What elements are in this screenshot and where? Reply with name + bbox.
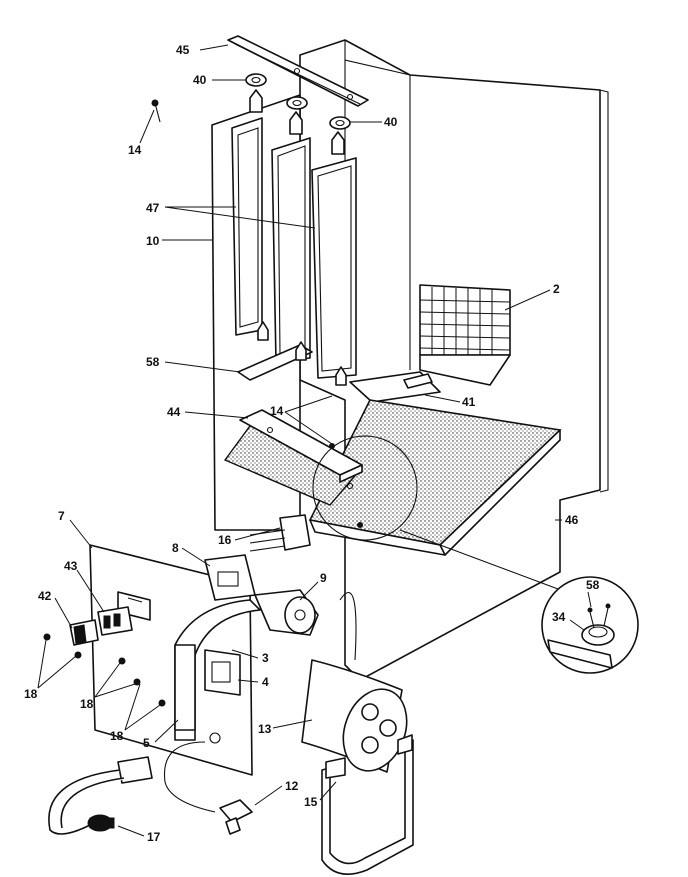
control-plate bbox=[89, 544, 253, 776]
callout-58-left: 58 bbox=[146, 355, 160, 369]
callout-8: 8 bbox=[172, 541, 179, 555]
insulator-top-middle bbox=[286, 96, 308, 110]
callout-10: 10 bbox=[146, 234, 160, 248]
bottom-bracket-left bbox=[237, 321, 347, 386]
callout-42: 42 bbox=[38, 589, 52, 603]
callout-45: 45 bbox=[176, 43, 190, 57]
switch-42 bbox=[69, 619, 99, 646]
callout-16: 16 bbox=[218, 533, 232, 547]
callout-40-right: 40 bbox=[384, 115, 398, 129]
leader-lines bbox=[37, 44, 592, 837]
relay-8 bbox=[204, 554, 256, 601]
callout-43: 43 bbox=[64, 559, 78, 573]
insulator-top-right bbox=[329, 116, 351, 130]
callout-labels: 45 40 40 14 47 10 2 58 41 44 14 46 16 7 … bbox=[24, 43, 600, 844]
bracket-15 bbox=[321, 592, 414, 876]
callout-3: 3 bbox=[262, 651, 269, 665]
callout-40-left: 40 bbox=[193, 73, 207, 87]
heating-element-left bbox=[231, 117, 263, 336]
switch-43 bbox=[97, 606, 133, 636]
callout-2: 2 bbox=[553, 282, 560, 296]
callout-15: 15 bbox=[304, 795, 318, 809]
insulator-top-left bbox=[245, 73, 267, 87]
top-bracket bbox=[227, 35, 369, 107]
bracket-44 bbox=[223, 409, 363, 506]
callout-9: 9 bbox=[320, 571, 327, 585]
callout-17: 17 bbox=[147, 830, 161, 844]
bracket-5-6 bbox=[174, 599, 261, 744]
element-terminals-top bbox=[249, 89, 345, 155]
heating-element-middle bbox=[271, 137, 311, 363]
sensor-12 bbox=[163, 741, 253, 835]
callout-34: 34 bbox=[552, 610, 566, 624]
callout-4: 4 bbox=[262, 675, 269, 689]
callout-44: 44 bbox=[167, 405, 181, 419]
callout-14-top: 14 bbox=[128, 143, 142, 157]
callout-18-lower: 18 bbox=[110, 729, 124, 743]
bracket-41 bbox=[349, 371, 441, 403]
blower-13 bbox=[301, 659, 408, 773]
magnifier-circle bbox=[312, 435, 567, 593]
callout-18-middle: 18 bbox=[80, 697, 94, 711]
fan-motor-9 bbox=[254, 589, 319, 636]
callout-46: 46 bbox=[565, 513, 579, 527]
callout-18-left: 18 bbox=[24, 687, 38, 701]
filter-screen bbox=[419, 284, 511, 386]
thermostat-detail bbox=[541, 576, 639, 674]
callout-14-mid: 14 bbox=[270, 404, 284, 418]
power-cord-17 bbox=[48, 756, 153, 835]
callout-58-detail: 58 bbox=[586, 578, 600, 592]
callout-12: 12 bbox=[285, 779, 299, 793]
connector-16 bbox=[249, 514, 311, 552]
callout-47: 47 bbox=[146, 201, 160, 215]
callout-5: 5 bbox=[143, 736, 150, 750]
callout-13: 13 bbox=[258, 722, 272, 736]
heating-element-right bbox=[311, 157, 357, 379]
callout-41: 41 bbox=[462, 395, 476, 409]
callout-7: 7 bbox=[58, 509, 65, 523]
